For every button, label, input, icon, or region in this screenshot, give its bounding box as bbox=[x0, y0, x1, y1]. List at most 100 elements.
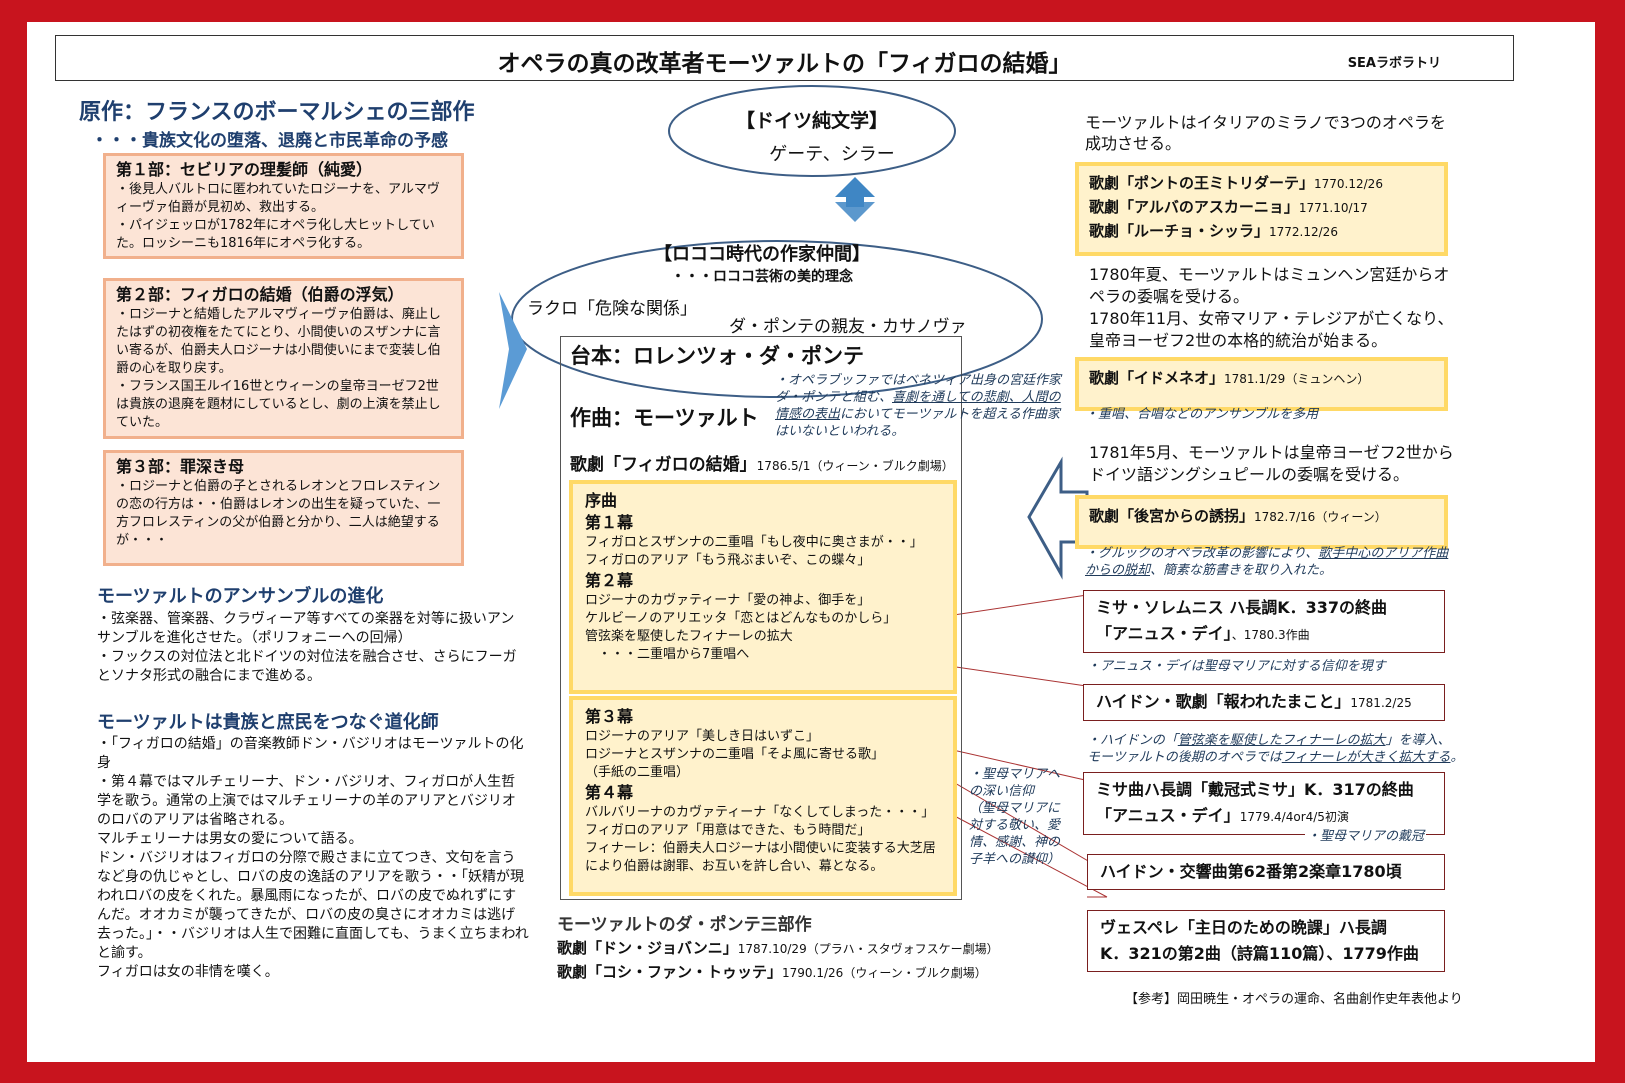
overture-label: 序曲 bbox=[585, 491, 618, 510]
trilogy-item: 歌劇「コシ・ファン・トゥッテ」1790.1/26（ウィーン・ブルク劇場） bbox=[557, 961, 987, 982]
title-bar: オペラの真の改革者モーツァルトの「フィガロの結婚」 SEAラボラトリ bbox=[55, 35, 1514, 81]
coronation-line: ミサ曲ハ長調「戴冠式ミサ」K．317の終曲 bbox=[1096, 780, 1414, 799]
seraglio-box: 歌劇「後宮からの誘拐」1782.7/16（ウィーン） bbox=[1075, 495, 1448, 549]
laclos-label: ラクロ「危険な関係」 bbox=[527, 299, 697, 319]
seraglio-date: 1782.7/16（ウィーン） bbox=[1254, 510, 1387, 524]
page-title: オペラの真の改革者モーツァルトの「フィガロの結婚」 bbox=[497, 51, 1072, 77]
original-subheading: ・・・貴族文化の堕落、退廃と市民革命の予感 bbox=[91, 131, 448, 151]
munich-text: 1780年夏、モーツァルトはミュンヘン宮廷からオペラの委嘱を受ける。 1780年… bbox=[1089, 264, 1459, 352]
seraglio-note: ・グルックのオペラ改革の影響により、歌手中心のアリア作曲からの脱却、簡素な筋書き… bbox=[1085, 545, 1455, 579]
missa-solemnis-line: ミサ・ソレムニス ハ長調K．337の終曲 bbox=[1096, 598, 1388, 617]
part2-line: ・フランス国王ルイ16世とウィーンの皇帝ヨーゼフ2世は貴族の退廃を題材にしている… bbox=[116, 379, 441, 430]
act3-item: ロジーナとスザンナの二重唱「そよ風に寄せる歌」 bbox=[585, 747, 885, 762]
german-lit-ellipse bbox=[668, 85, 956, 177]
milan-intro: モーツァルトはイタリアのミラノで3つのオペラを成功させる。 bbox=[1085, 113, 1446, 153]
trilogy-item-name: 歌劇「ドン・ジョバンニ」 bbox=[557, 939, 738, 957]
diagram-shapes bbox=[499, 85, 1108, 898]
agnus-dei: 「アニュス・デイ」 bbox=[1096, 806, 1240, 825]
opera-date: 1770.12/26 bbox=[1314, 177, 1383, 191]
part2-line: ・ロジーナと結婚したアルマヴィーヴァ伯爵は、廃止したはずの初夜権をたてにとり、小… bbox=[116, 307, 441, 376]
vespers-box: ヴェスペレ「主日のための晩課」ハ長調 K．321の第2曲（詩篇110篇）、177… bbox=[1087, 910, 1445, 972]
acts-3-4-box: 第３幕 ロジーナのアリア「美しき日はいずこ」 ロジーナとスザンナの二重唱「そよ風… bbox=[569, 696, 957, 896]
seraglio-note-text: 、簡素な筋書きを取り入れた。 bbox=[1150, 563, 1333, 578]
rococo-title: 【ロココ時代の作家仲間】 bbox=[654, 244, 870, 265]
opera-date: 1772.12/26 bbox=[1269, 225, 1338, 239]
brand-label: SEAラボラトリ bbox=[1347, 56, 1441, 71]
agnus-dei: 「アニュス・デイ」 bbox=[1096, 624, 1232, 643]
marian-note-line: の深い信仰 bbox=[969, 784, 1035, 799]
part2-box: 第２部：フィガロの結婚（伯爵の浮気） ・ロジーナと結婚したアルマヴィーヴァ伯爵は… bbox=[103, 278, 464, 439]
composer-label: 作曲：モーツァルト bbox=[570, 406, 759, 430]
act3-item: （手紙の二重唱） bbox=[585, 765, 690, 780]
missa-solemnis-line: 「アニュス・デイ」、1780.3作曲 bbox=[1096, 621, 1432, 648]
act3-label: 第３幕 bbox=[585, 707, 634, 726]
missa-solemnis-box: ミサ・ソレムニス ハ長調K．337の終曲 「アニュス・デイ」、1780.3作曲 bbox=[1083, 590, 1445, 653]
idomeneo-date: 1781.1/29（ミュンヘン） bbox=[1224, 372, 1370, 386]
original-heading: 原作：フランスのボーマルシェの三部作 bbox=[79, 100, 475, 125]
german-lit-title: 【ドイツ純文学】 bbox=[735, 110, 888, 132]
haydn-note: ・ハイドンの「管弦楽を駆使したフィナーレの拡大」を導入、 モーツァルトの後期のオ… bbox=[1087, 732, 1477, 766]
ensemble-heading: モーツァルトのアンサンブルの進化 bbox=[97, 586, 384, 607]
haydn-note-text: モーツァルトの後期のオペラでは bbox=[1087, 750, 1282, 765]
haydn-note-emphasis: フィナーレが大きく拡大する bbox=[1281, 750, 1451, 765]
vespers-line: K．321の第2曲（詩篇110篇）、1779作曲 bbox=[1100, 944, 1419, 963]
idomeneo-box: 歌劇「イドメネオ」1781.1/29（ミュンヘン） bbox=[1075, 357, 1448, 411]
german-lit-names: ゲーテ、シラー bbox=[769, 144, 895, 165]
double-arrow-icon bbox=[835, 177, 875, 222]
opera-name: 歌劇「アルバのアスカーニョ」 bbox=[1089, 198, 1299, 216]
haydn-note-text: 。 bbox=[1450, 750, 1464, 765]
milan-opera: 歌劇「ポントの王ミトリダーテ」1770.12/26 bbox=[1089, 172, 1434, 196]
haydn-symphony-box: ハイドン・交響曲第62番第2楽章1780頃 bbox=[1087, 854, 1445, 890]
milan-opera: 歌劇「アルバのアスカーニョ」1771.10/17 bbox=[1089, 196, 1434, 220]
haydn-note-text: ・ハイドンの「 bbox=[1087, 733, 1178, 748]
part1-line: ・パイジェッロが1782年にオペラ化し大ヒットしていた。ロッシーニも1816年に… bbox=[116, 218, 435, 251]
marian-note-line: 子羊への讃仰） bbox=[969, 852, 1061, 867]
part2-title: 第２部：フィガロの結婚（伯爵の浮気） bbox=[116, 285, 404, 304]
act2-label: 第２幕 bbox=[585, 571, 634, 590]
daponte-note: ・オペラブッファではベネツィア出身の宮廷作家ダ・ポンテと組む、喜劇を通しての悲劇… bbox=[775, 372, 1065, 440]
milan-operas-box: 歌劇「ポントの王ミトリダーテ」1770.12/26 歌劇「アルバのアスカーニョ」… bbox=[1075, 162, 1448, 256]
munich-line: 1780年夏、モーツァルトはミュンヘン宮廷からオペラの委嘱を受ける。 bbox=[1089, 265, 1450, 306]
part1-title: 第１部：セビリアの理髪師（純愛） bbox=[116, 160, 373, 179]
act4-item: フィナーレ：伯爵夫人ロジーナは小間使いに変装する大芝居により伯爵は謝罪、お互いを… bbox=[585, 841, 936, 874]
jester-line: フィガロは女の非情を嘆く。 bbox=[97, 964, 279, 980]
idomeneo-name: 歌劇「イドメネオ」 bbox=[1089, 369, 1225, 387]
missa-note: ・アニュス・デイは聖母マリアに対する信仰を現す bbox=[1087, 659, 1386, 674]
haydn-opera-box: ハイドン・歌劇「報われたまこと」1781.2/25 bbox=[1083, 684, 1445, 721]
trilogy-heading: モーツァルトのダ・ポンテ三部作 bbox=[557, 915, 812, 935]
marian-note-line: （聖母マリアに bbox=[969, 801, 1061, 816]
part3-box: 第３部：罪深き母 ・ロジーナと伯爵の子とされるレオンとフロレスティンの恋の行方は… bbox=[103, 450, 464, 566]
haydn-note-text: 」を導入、 bbox=[1385, 733, 1451, 748]
jester-line: マルチェリーナは男女の愛について語る。 bbox=[97, 831, 363, 847]
jester-text: ・「フィガロの結婚」の音楽教師ドン・バジリオはモーツァルトの化身 ・第４幕ではマ… bbox=[97, 735, 529, 982]
jester-line: ドン・バジリオはフィガロの分際で殿さまに立てつき、文句を言うなど身の仇じゃとし、… bbox=[97, 850, 529, 961]
vienna-text: 1781年5月、モーツァルトは皇帝ヨーゼフ2世からドイツ語ジングシュピールの委嘱… bbox=[1089, 443, 1454, 484]
act3-item: ロジーナのアリア「美しき日はいずこ」 bbox=[585, 729, 820, 744]
center-frame bbox=[560, 336, 962, 900]
acts-1-2-box: 序曲 第１幕 フィガロとスザンナの二重唱「もし夜中に奥さまが・・」 フィガロのア… bbox=[569, 480, 957, 694]
daponte-note-text: においてモーツァルトを超える作曲家はいないといわれる。 bbox=[775, 407, 1060, 439]
act2-item: 管弦楽を駆使したフィナーレの拡大 bbox=[585, 629, 793, 644]
trilogy-item-date: 1787.10/29（プラハ・スタヴォフスケー劇場） bbox=[737, 942, 999, 956]
figaro-opera-title: 歌劇「フィガロの結婚」 bbox=[570, 455, 757, 475]
haydn-note-emphasis: 管弦楽を駆使したフィナーレの拡大 bbox=[1177, 733, 1386, 748]
coronation-note: ・聖母マリアの戴冠 bbox=[1305, 828, 1427, 845]
idomeneo-note: ・重唱、合唱などのアンサンブルを多用 bbox=[1085, 407, 1319, 422]
trilogy-item-date: 1790.1/26（ウィーン・ブルク劇場） bbox=[782, 966, 987, 980]
jester-line: ・「フィガロの結婚」の音楽教師ドン・バジリオはモーツァルトの化身 bbox=[97, 736, 524, 771]
coronation-mass-box: ミサ曲ハ長調「戴冠式ミサ」K．317の終曲 「アニュス・デイ」1779.4/4o… bbox=[1083, 772, 1445, 835]
act1-item: フィガロのアリア「もう飛ぶまいぞ、この蝶々」 bbox=[585, 553, 871, 568]
haydn-opera-date: 1781.2/25 bbox=[1350, 696, 1412, 710]
trilogy-item: 歌劇「ドン・ジョバンニ」1787.10/29（プラハ・スタヴォフスケー劇場） bbox=[557, 937, 999, 958]
seraglio-note-text: ・グルックのオペラ改革の影響により、 bbox=[1085, 546, 1319, 561]
figaro-opera-date: 1786.5/1（ウィーン・ブルク劇場） bbox=[756, 459, 954, 473]
part3-line: ・ロジーナと伯爵の子とされるレオンとフロレスティンの恋の行方は・・伯爵はレオンの… bbox=[116, 479, 441, 548]
act1-label: 第１幕 bbox=[585, 513, 634, 532]
coronation-date: 1779.4/4or4/5初演 bbox=[1239, 810, 1349, 824]
act2-item: ・・・二重唱から7重唱へ bbox=[585, 647, 750, 662]
act2-item: ロジーナのカヴァティーナ「愛の神よ、御手を」 bbox=[585, 593, 871, 608]
rococo-subtitle: ・・・ロココ芸術の美的理念 bbox=[671, 269, 853, 285]
chevron-right-icon bbox=[499, 292, 527, 409]
ensemble-line: ・弦楽器、管楽器、クラヴィーア等すべての楽器を対等に扱いアンサンブルを進化させた… bbox=[97, 611, 515, 646]
marian-note-line: 対する敬い、愛 bbox=[969, 818, 1061, 833]
